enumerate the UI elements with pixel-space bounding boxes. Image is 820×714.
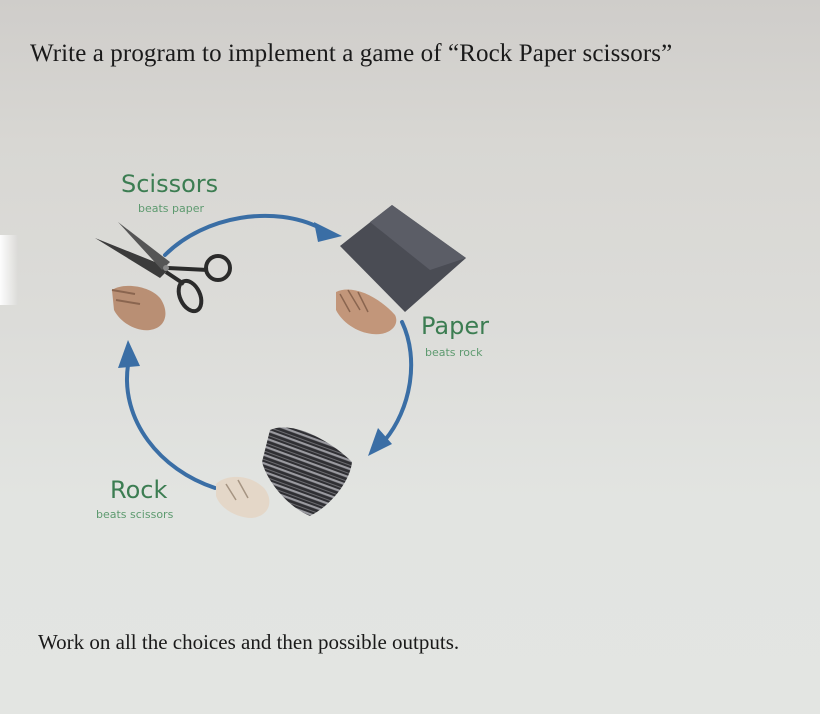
arrow-heads — [118, 222, 392, 456]
paper-hand-icon — [336, 289, 397, 335]
rock-hand-icon — [216, 476, 270, 518]
scissors-icon — [95, 222, 232, 314]
scissors-sublabel: beats paper — [138, 202, 205, 215]
arrowhead-paper — [314, 222, 342, 242]
scissors-label: Scissors — [121, 170, 218, 198]
arrow-scissors-to-paper — [163, 213, 322, 257]
arrow-rock-to-scissors — [125, 363, 217, 490]
cycle-arrows — [125, 213, 414, 490]
paper-sublabel: beats rock — [425, 346, 483, 359]
rock-label: Rock — [110, 476, 167, 504]
paper-icon — [340, 205, 466, 312]
arrow-paper-to-rock — [383, 320, 414, 442]
screen-glare — [0, 235, 18, 305]
paper-label: Paper — [421, 312, 489, 340]
rock-icon — [262, 427, 352, 516]
instruction-text: Work on all the choices and then possibl… — [38, 630, 460, 654]
arrowhead-scissors — [118, 340, 140, 368]
scissors-hand-icon — [111, 285, 166, 331]
rock-sublabel: beats scissors — [96, 508, 174, 521]
page-title: Write a program to implement a game of “… — [30, 40, 673, 67]
arrowhead-rock — [368, 428, 392, 456]
